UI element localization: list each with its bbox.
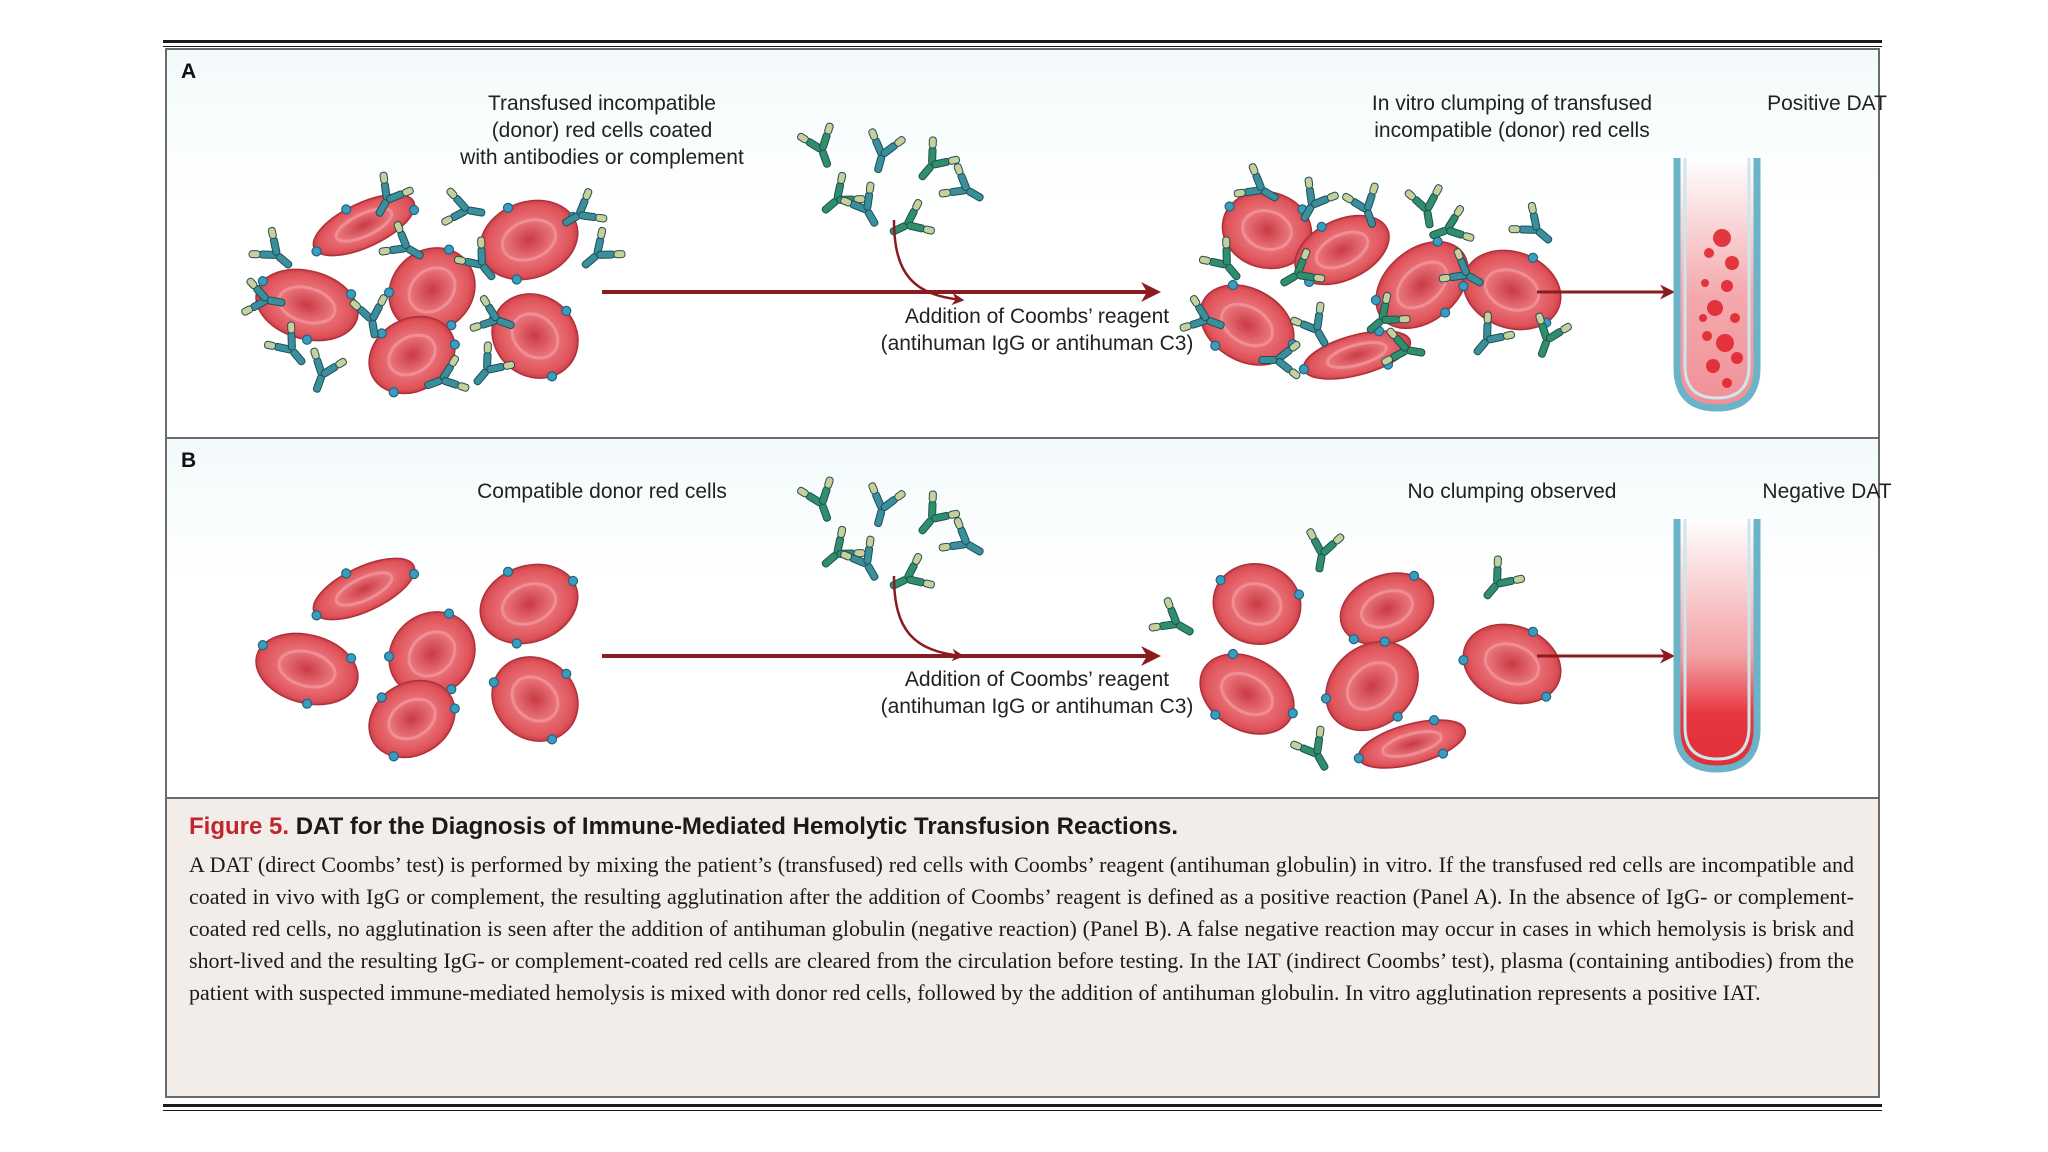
panel-b-illustration [255, 476, 1761, 773]
antibody-icon [248, 226, 293, 269]
antibody-icon [797, 476, 834, 522]
red-blood-cell-icon [479, 199, 579, 285]
antibody-icon [349, 294, 388, 339]
antibody-icon [868, 128, 906, 174]
red-blood-cell-icon [1458, 249, 1562, 331]
panel-b-letter: B [181, 449, 197, 472]
red-blood-cell-icon [383, 608, 476, 697]
panel-a-illustration [241, 122, 1761, 412]
antibody-icon [1366, 291, 1411, 334]
antibody-icon [424, 355, 470, 392]
red-blood-cell-icon [1339, 570, 1435, 646]
red-blood-cell-icon [1199, 648, 1298, 735]
antibody-icon [1404, 184, 1443, 229]
red-blood-cell-icon [255, 268, 359, 345]
bottom-rule [163, 1104, 1882, 1107]
red-blood-cell-icon [488, 656, 579, 745]
antibody-icon [1148, 597, 1194, 636]
antibody-icon [581, 226, 626, 269]
panel-a-letter: A [181, 60, 197, 83]
antibody-icon [441, 187, 486, 226]
panel-b-reagent-label: Addition of Coombs’ reagent (antihuman I… [880, 668, 1194, 718]
red-blood-cell-icon [255, 632, 359, 709]
panel-b: B Compatible donor red cells Addition of… [167, 437, 1892, 795]
panel-a-clumping-label: In vitro clumping of transfused incompat… [1371, 92, 1653, 142]
antibody-icon [1535, 312, 1572, 358]
figure-caption: Figure 5. DAT for the Diagnosis of Immun… [167, 797, 1878, 1096]
antibody-icon [938, 517, 984, 556]
antibody-icon [938, 163, 984, 202]
antibody-icon [1429, 205, 1475, 242]
antibody-icon [310, 347, 347, 393]
antibody-icon [1258, 340, 1301, 380]
top-rule-thin [163, 46, 1882, 47]
panel-a-donor-label: Transfused incompatible (donor) red cell… [460, 92, 744, 169]
caption-title-line: Figure 5. DAT for the Diagnosis of Immun… [189, 813, 1854, 841]
panel-a: A Transfused incompatible (donor) red ce… [167, 50, 1887, 435]
panel-a-result-label: Positive DAT [1767, 92, 1887, 115]
antibody-icon [1438, 248, 1484, 287]
arrow-icon [892, 575, 965, 662]
antibody-icon [1342, 182, 1379, 228]
antibody-icon [1381, 327, 1426, 366]
antibody-icon [840, 181, 879, 227]
antibody-icon [1300, 176, 1339, 222]
antibody-icon [1290, 301, 1329, 347]
red-blood-cell-icon [368, 315, 460, 398]
red-blood-cell-icon [311, 193, 420, 257]
antibody-icon [469, 295, 515, 332]
antibody-icon [263, 321, 306, 366]
top-rule [163, 40, 1882, 43]
antibody-icon [1233, 163, 1279, 202]
red-blood-cell-icon [488, 293, 579, 382]
antibody-icon [918, 136, 961, 181]
antibody-icon [889, 198, 935, 236]
antibody-icon [375, 171, 414, 217]
antibody-icon [1483, 555, 1526, 600]
antibody-icon [821, 171, 866, 214]
antibody-icon [1306, 528, 1345, 573]
antibody-icon [1290, 725, 1329, 771]
red-blood-cell-icon [1212, 562, 1305, 646]
antibody-icon [1198, 236, 1241, 281]
red-blood-cell-icon [479, 563, 579, 649]
panel-b-clumping-label: No clumping observed [1407, 480, 1617, 503]
antibody-icon [453, 236, 496, 281]
antibody-icon [889, 552, 935, 590]
figure-number: Figure 5. [189, 813, 290, 840]
red-blood-cell-icon [311, 557, 420, 621]
red-blood-cell-icon [1320, 636, 1419, 732]
antibody-icon [840, 535, 879, 581]
antibody-icon [378, 221, 424, 260]
red-blood-cell-icon [1353, 715, 1467, 769]
caption-body: A DAT (direct Coombs’ test) is performed… [189, 852, 1854, 1005]
antibody-icon [473, 341, 516, 386]
antibody-icon [821, 525, 866, 568]
antibody-icon [241, 277, 286, 316]
caption-title: DAT for the Diagnosis of Immune-Mediated… [295, 813, 1179, 840]
test-tube-icon [1673, 519, 1761, 773]
bottom-rule-thin [163, 1110, 1882, 1111]
red-blood-cell-icon [1458, 623, 1562, 705]
antibody-icon [918, 490, 961, 535]
test-tube-icon [1673, 158, 1761, 412]
antibody-icon [1280, 248, 1326, 287]
panel-a-reagent-label: Addition of Coombs’ reagent (antihuman I… [880, 305, 1194, 355]
antibody-icon [1179, 295, 1225, 332]
panel-b-donor-label: Compatible donor red cells [477, 480, 727, 503]
antibody-icon [1508, 201, 1553, 244]
antibody-icon [868, 482, 906, 528]
red-blood-cell-icon [368, 679, 460, 762]
panel-b-result-label: Negative DAT [1762, 480, 1892, 503]
arrow-icon [892, 219, 965, 306]
red-blood-cell-icon [383, 244, 476, 333]
antibody-icon [1473, 311, 1516, 356]
antibody-icon [562, 188, 608, 227]
antibody-icon [797, 122, 834, 168]
